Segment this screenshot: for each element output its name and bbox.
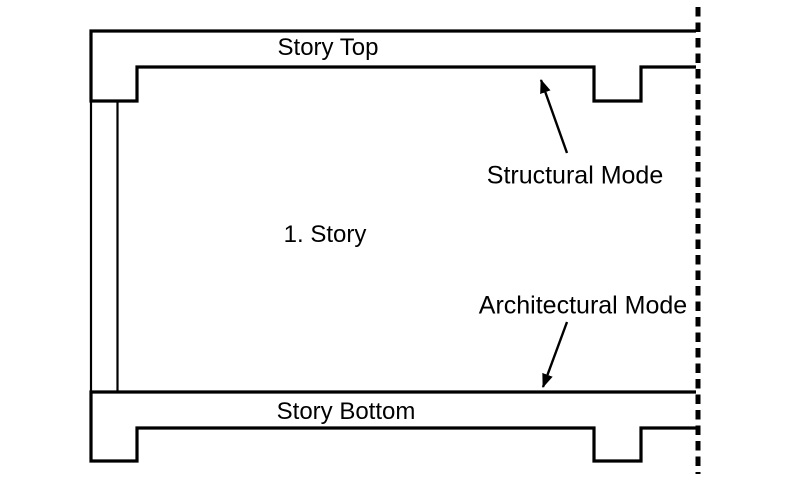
story-top-beam-outline <box>89 29 696 103</box>
story-name-label: 1. Story <box>283 221 367 248</box>
story-bottom-label: Story Bottom <box>276 398 416 425</box>
architectural-mode-label: Architectural Mode <box>478 291 688 320</box>
architectural-mode-arrow <box>541 321 569 388</box>
story-bottom-beam-outline <box>89 390 696 463</box>
structural-mode-label: Structural Mode <box>486 161 664 190</box>
structural-mode-arrow <box>539 79 569 154</box>
story-top-label: Story Top <box>277 34 379 61</box>
